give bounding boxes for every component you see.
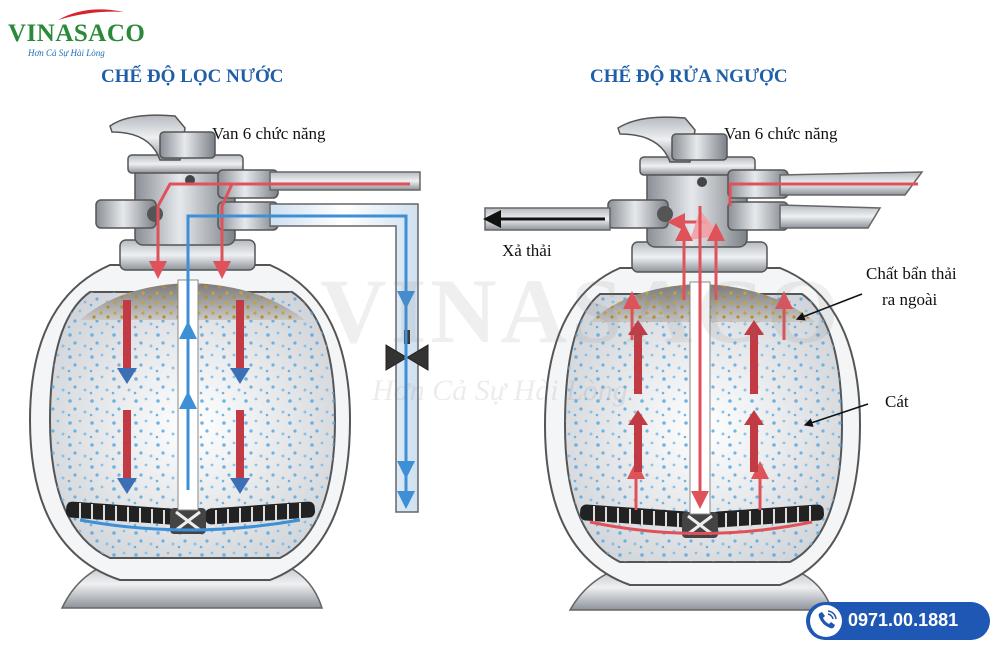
filtration-mode-title: CHẾ ĐỘ LỌC NƯỚC [101,66,284,87]
dirt-label-line1: Chất bẩn thải [866,264,957,283]
pipe-lower-right [779,204,882,229]
down-arrows-left [117,300,250,494]
flow-in-left [213,182,410,279]
sand-callout-line [803,403,869,427]
outlet-pipe-left [269,203,419,513]
watermark-tagline: Hơn Cả Sự Hài Lòng [372,374,628,407]
up-arrows-right [628,320,764,472]
laterals-left [65,501,316,534]
phone-number: 0971.00.1881 [848,610,959,630]
dirt-callout-line [795,293,863,321]
brand-logo: VINASACO Hơn Cả Sự Hài Lòng [8,6,145,61]
phone-badge[interactable]: 0971.00.1881 [806,602,990,640]
brand-name: VINASACO [8,20,146,47]
brand-tagline: Hơn Cả Sự Hài Lòng [28,48,105,58]
backwash-filter [483,116,924,611]
filtration-filter [28,114,429,609]
right-valve-label: Van 6 chức năng [724,124,838,143]
backwash-mode-title: CHẾ ĐỘ RỬA NGƯỢC [590,66,788,87]
dirt-label-line2: ra ngoài [882,290,938,309]
phone-icon [810,605,842,637]
logo-swoosh-icon [58,9,124,20]
sand-label: Cát [885,392,909,411]
laterals-right [579,504,825,538]
left-valve-label: Van 6 chức năng [212,124,326,143]
inlet-pipe-left [269,171,421,191]
waste-label: Xả thải [502,241,552,260]
watermark-text: VINASACO [320,260,843,362]
